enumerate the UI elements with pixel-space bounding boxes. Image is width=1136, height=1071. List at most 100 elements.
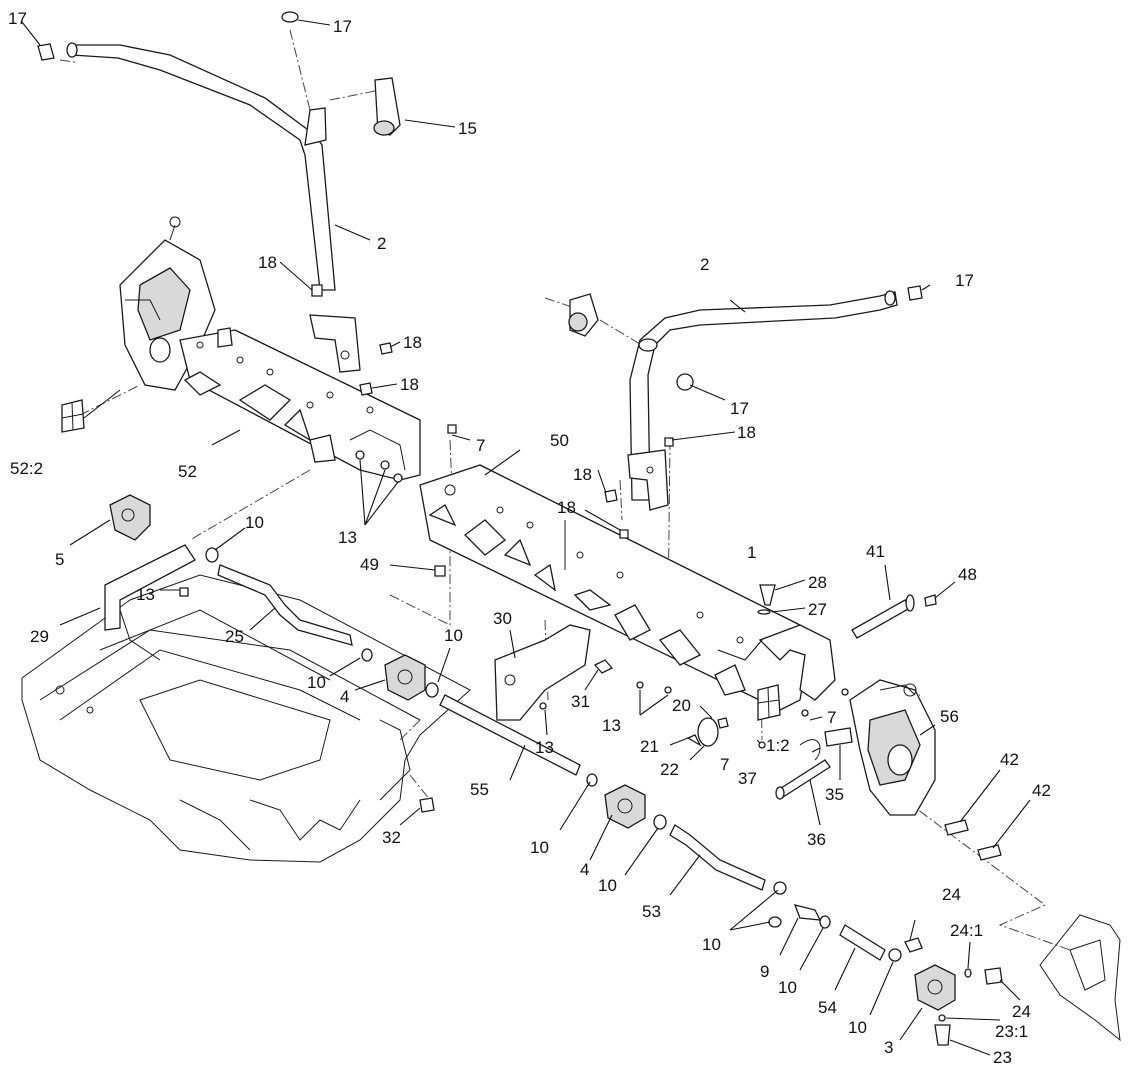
valve-4b: [604, 784, 646, 829]
hose-55: [439, 694, 581, 776]
callout-7: 7: [720, 755, 729, 774]
hardware: [179, 284, 849, 813]
callout-13: 13: [136, 585, 155, 604]
callout-41: 41: [866, 542, 885, 561]
cotter-37: [799, 739, 821, 761]
callout-52-2: 52:2: [10, 459, 43, 478]
callout-18: 18: [557, 498, 576, 517]
callout-53: 53: [642, 902, 661, 921]
valve-5: [109, 494, 151, 541]
right-handle-bracket: [627, 449, 669, 511]
callout-17: 17: [333, 17, 352, 36]
plate-42a: [944, 819, 969, 836]
callout-28: 28: [808, 573, 827, 592]
callout-4: 4: [580, 860, 589, 879]
callout-4: 4: [340, 687, 349, 706]
callout-29: 29: [30, 627, 49, 646]
callout-22: 22: [660, 760, 679, 779]
callout-42: 42: [1000, 750, 1019, 769]
left-handle-tube: [37, 11, 336, 291]
callout-27: 27: [808, 600, 827, 619]
callout-54: 54: [818, 998, 837, 1017]
callout-24: 24: [1012, 1002, 1031, 1021]
right-handle-tube: [629, 285, 923, 501]
callout-18: 18: [258, 253, 277, 272]
clamps-10: [205, 547, 902, 962]
leader-lines: [21, 19, 1031, 1056]
callout-50: 50: [550, 431, 569, 450]
left-grip-elbow: [373, 77, 401, 136]
callout-10: 10: [598, 876, 617, 895]
callout-32: 32: [382, 828, 401, 847]
callout-10: 10: [530, 838, 549, 857]
callout-17: 17: [8, 9, 27, 28]
callout-48: 48: [958, 565, 977, 584]
phantom-lines: [59, 29, 1071, 951]
callout-17: 17: [730, 399, 749, 418]
callout-18: 18: [403, 333, 422, 352]
callout-36: 36: [807, 830, 826, 849]
callout-labels: 17 17 15 2 18 18 18 52:2 52 7 50 13 49 5…: [8, 9, 1051, 1067]
callout-10: 10: [702, 935, 721, 954]
callout-18: 18: [400, 375, 419, 394]
callout-10: 10: [307, 673, 326, 692]
chassis-frame-phantom: [21, 574, 471, 863]
callout-10: 10: [245, 513, 264, 532]
valve-4a: [384, 654, 426, 701]
callout-18: 18: [573, 465, 592, 484]
callout-30: 30: [493, 609, 512, 628]
callout-5: 5: [55, 550, 64, 569]
callout-13: 13: [602, 716, 621, 735]
callout-2: 2: [377, 234, 386, 253]
decal-52-2: [61, 399, 85, 433]
callout-52: 52: [178, 462, 197, 481]
left-frame-rail: [179, 327, 421, 481]
plate-42b: [977, 844, 1002, 861]
callout-31: 31: [571, 692, 590, 711]
callout-55: 55: [470, 780, 489, 799]
bushing-35: [824, 727, 853, 747]
callout-2: 2: [700, 255, 709, 274]
callout-10: 10: [444, 626, 463, 645]
callout-13: 13: [535, 738, 554, 757]
bracket-30: [494, 624, 591, 721]
hose-25: [217, 564, 353, 646]
deck-corner-phantom: [1039, 914, 1121, 1042]
callout-25: 25: [225, 627, 244, 646]
fitting-23: [934, 1014, 951, 1046]
right-grip-elbow: [568, 293, 694, 391]
callout-37: 37: [738, 769, 757, 788]
callout-23: 23: [993, 1048, 1012, 1067]
fitting-24: [904, 937, 1003, 985]
callout-10: 10: [778, 978, 797, 997]
callout-21: 21: [640, 737, 659, 756]
pin-36: [775, 759, 831, 800]
callout-20: 20: [672, 696, 691, 715]
callout-56: 56: [940, 707, 959, 726]
callout-1: 1: [747, 543, 756, 562]
callout-9: 9: [760, 962, 769, 981]
left-handle-bracket: [309, 314, 361, 373]
bracket-29: [104, 544, 196, 631]
valve-3: [914, 964, 956, 1011]
callout-13: 13: [338, 528, 357, 547]
callout-35: 35: [825, 785, 844, 804]
callout-24-1: 24:1: [950, 921, 983, 940]
hose-54: [839, 924, 886, 961]
callout-10: 10: [848, 1018, 867, 1037]
callout-17: 17: [955, 271, 974, 290]
fitting-9: [793, 904, 822, 921]
callout-42: 42: [1032, 781, 1051, 800]
hose-53: [669, 824, 766, 891]
callout-15: 15: [458, 119, 477, 138]
callout-7: 7: [476, 436, 485, 455]
callout-1-2: 1:2: [766, 736, 790, 755]
decal-1-2: [757, 684, 781, 721]
pivot-pin-41: [851, 594, 937, 639]
callout-3: 3: [884, 1038, 893, 1057]
callout-23-1: 23:1: [995, 1022, 1028, 1041]
right-frame-rail: [419, 464, 836, 711]
callout-24: 24: [942, 885, 961, 904]
